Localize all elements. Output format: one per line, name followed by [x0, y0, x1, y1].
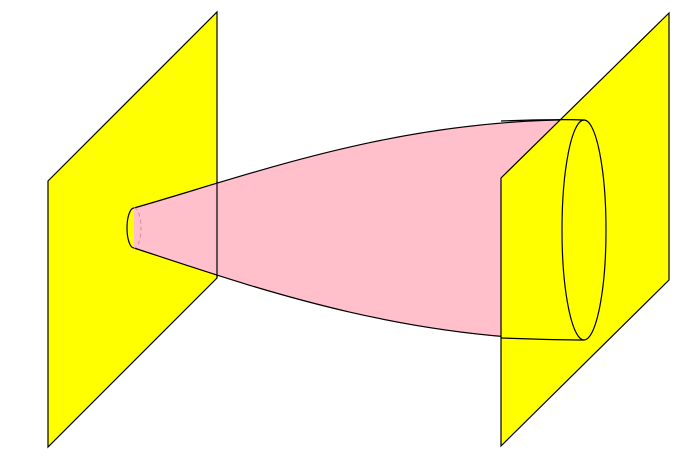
small-end-ellipse-front [126, 207, 135, 249]
solid-top-profile [133, 119, 585, 209]
right-plane [500, 11, 670, 448]
large-end-ellipse [561, 119, 607, 341]
solid-bottom-profile-over-plane [500, 337, 585, 341]
solid-top-profile-over-plane [500, 118, 585, 122]
small-end-ellipse-hidden [133, 207, 142, 249]
